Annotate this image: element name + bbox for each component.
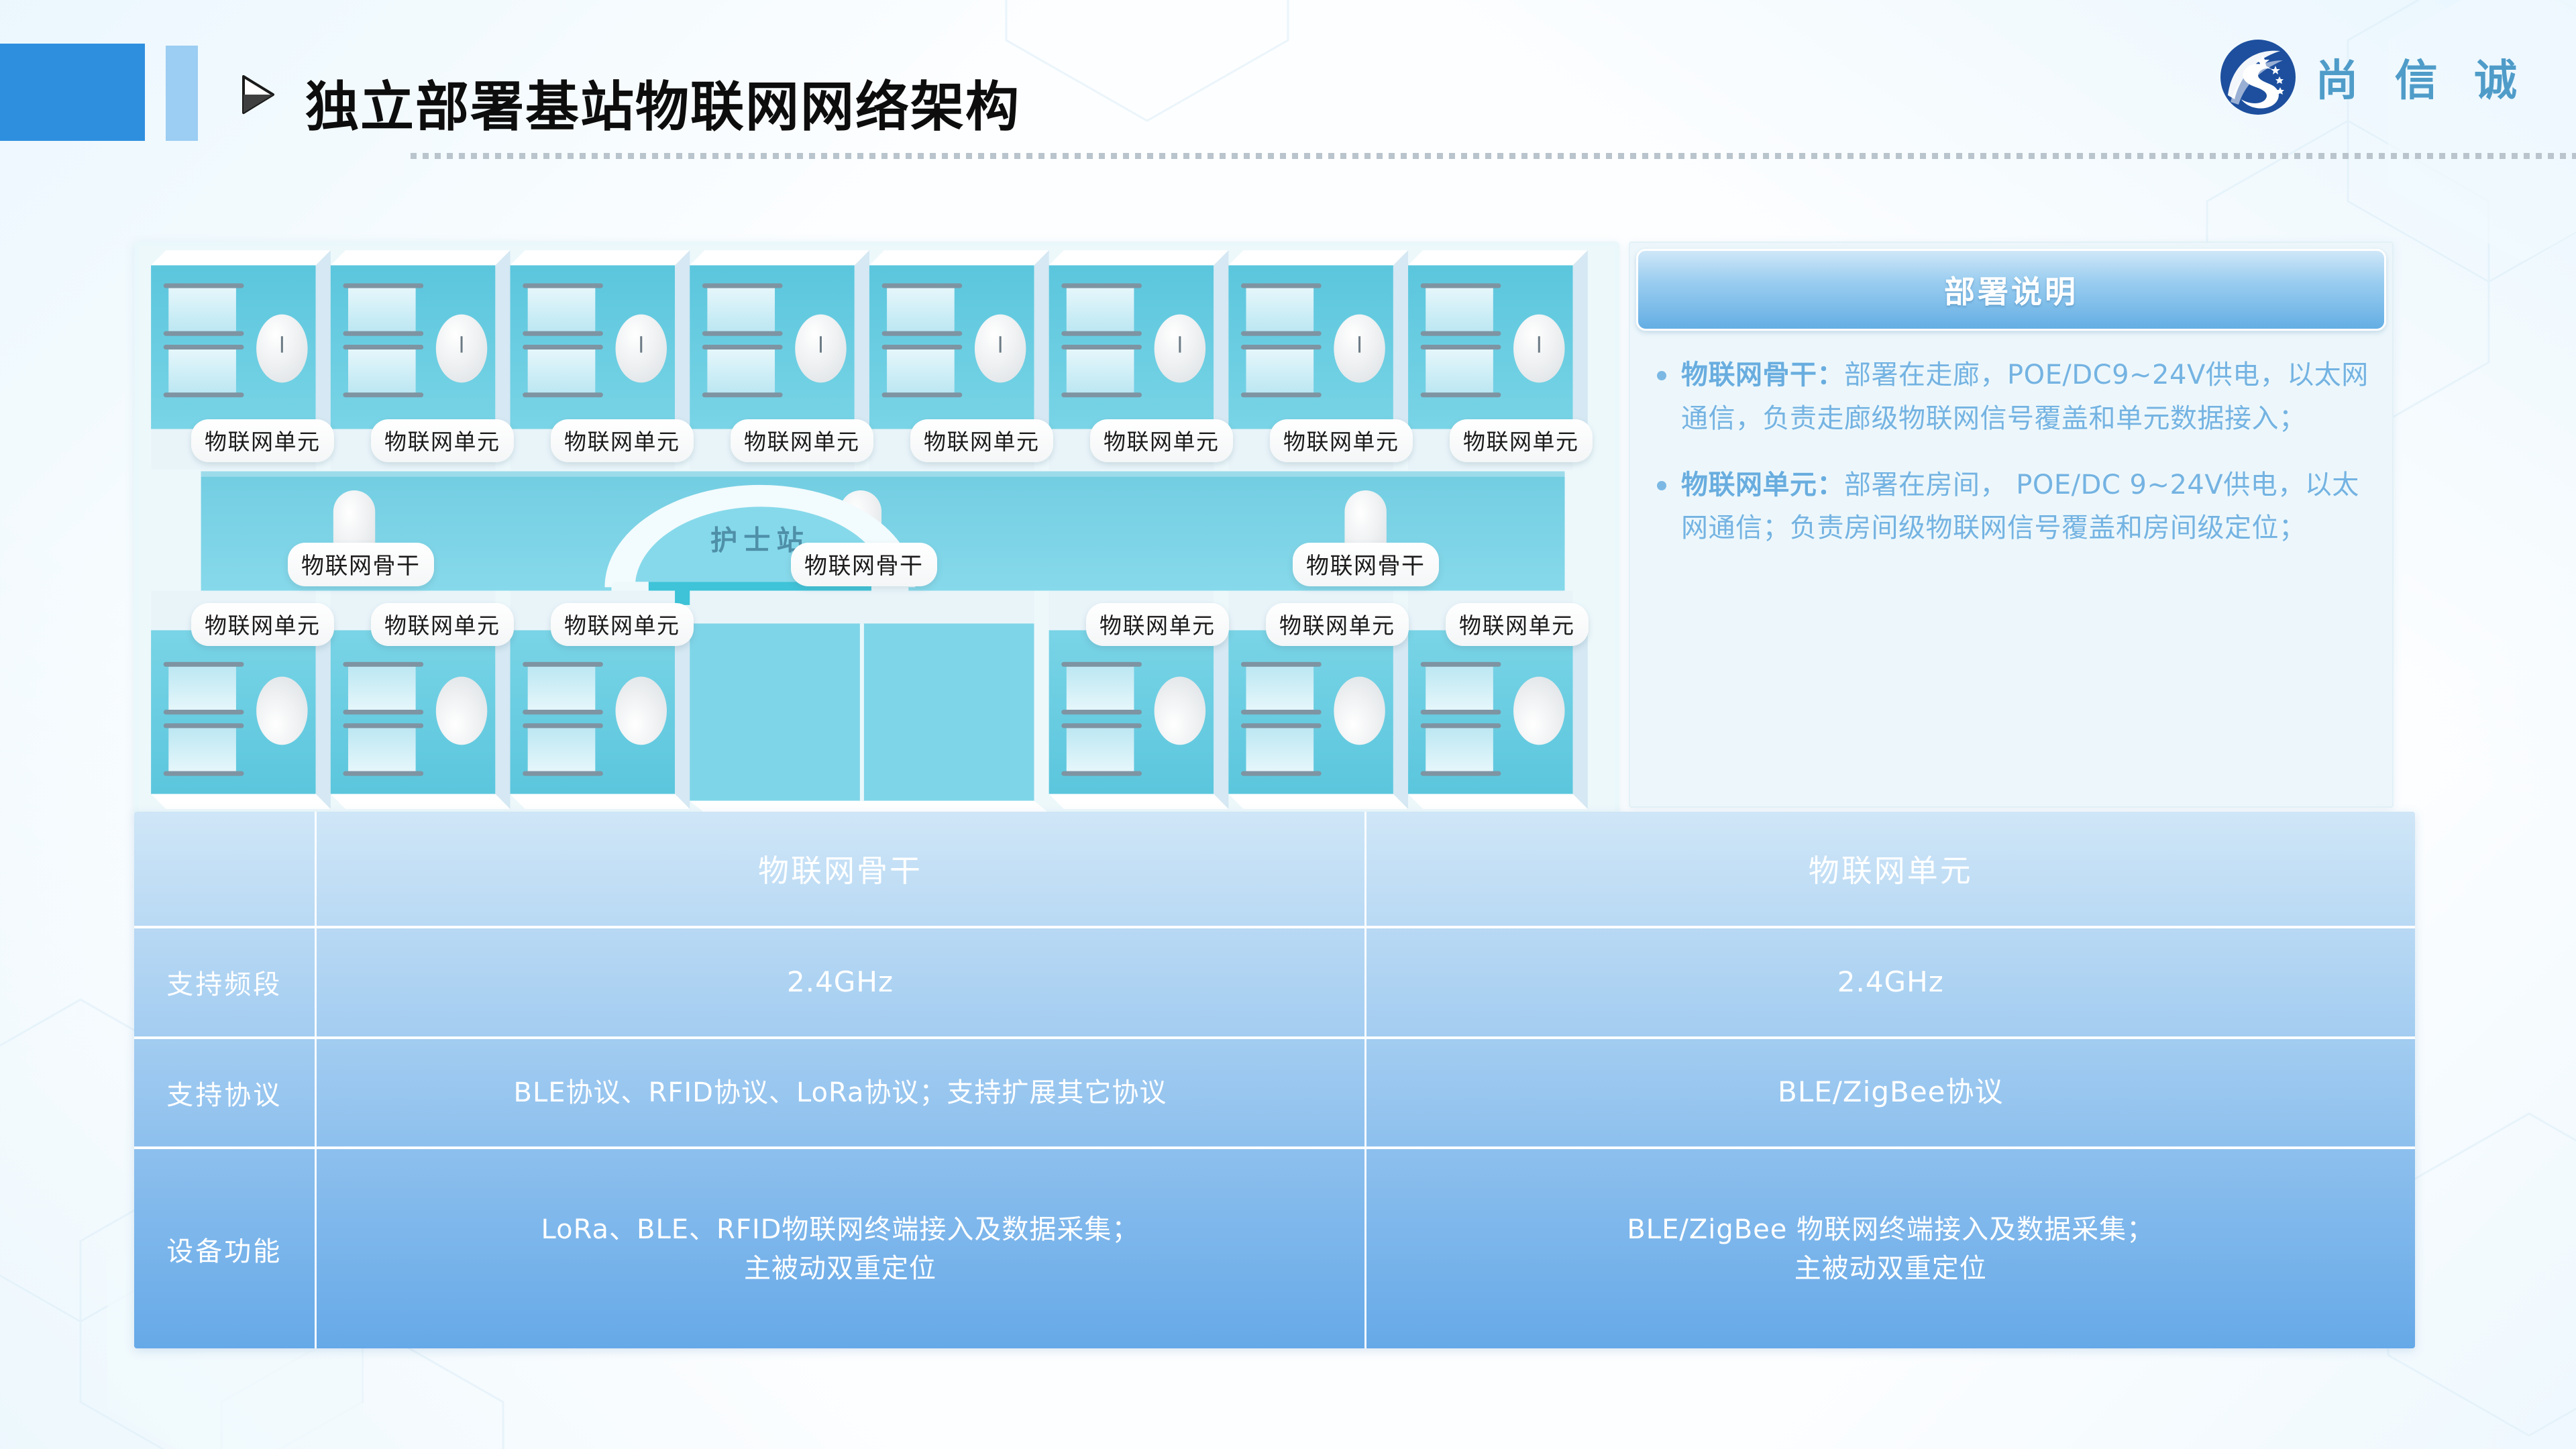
table-col-header-backbone: 物联网骨干 bbox=[315, 812, 1366, 929]
brand-name: 尚 信 诚 bbox=[2315, 56, 2528, 106]
info-bullet-text: 物联网单元：部署在房间， POE/DC 9~24V供电，以太网通信；负责房间级物… bbox=[1681, 464, 2371, 551]
page-header: 独立部署基站物联网网络架构 尚 信 诚 bbox=[0, 0, 2576, 168]
table-corner-cell bbox=[134, 812, 317, 929]
floorplan-illustration: 护士站 bbox=[139, 246, 1615, 813]
floorplan-unit-label: 物联网单元 bbox=[551, 419, 694, 462]
floorplan-unit-label: 物联网单元 bbox=[1090, 419, 1233, 462]
info-bullet-term: 物联网单元： bbox=[1681, 469, 1844, 500]
info-panel-header: 部署说明 bbox=[1636, 249, 2386, 331]
info-bullet-text: 物联网骨干：部署在走廊，POE/DC9~24V供电，以太网通信，负责走廊级物联网… bbox=[1681, 354, 2371, 441]
bullet-dot-icon bbox=[1657, 480, 1666, 490]
table-cell-value: 2.4GHz bbox=[315, 927, 1366, 1039]
floorplan-unit-label: 物联网单元 bbox=[191, 419, 334, 462]
table-header-row: 物联网骨干 物联网单元 bbox=[134, 812, 2415, 929]
table-row: 支持频段 2.4GHz 2.4GHz bbox=[134, 927, 2415, 1039]
floorplan-unit-label: 物联网单元 bbox=[1446, 603, 1589, 646]
info-panel-title: 部署说明 bbox=[1944, 274, 2078, 310]
floorplan-unit-label: 物联网单元 bbox=[191, 603, 334, 646]
table-cell-value: BLE/ZigBee协议 bbox=[1365, 1037, 2415, 1150]
table-cell-value: 2.4GHz bbox=[1365, 927, 2415, 1039]
header-accent-bar bbox=[166, 46, 198, 141]
floorplan-backbone-label: 物联网骨干 bbox=[288, 543, 434, 586]
table-row: 支持协议 BLE协议、RFID协议、LoRa协议；支持扩展其它协议 BLE/Zi… bbox=[134, 1037, 2415, 1150]
header-accent-block bbox=[0, 44, 145, 141]
deployment-info-panel: 部署说明 物联网骨干：部署在走廊，POE/DC9~24V供电，以太网通信，负责走… bbox=[1629, 241, 2394, 808]
shangxincheng-circle-logo-icon bbox=[2220, 40, 2296, 115]
table-cell-value: BLE/ZigBee 物联网终端接入及数据采集； 主被动双重定位 bbox=[1627, 1214, 2155, 1284]
chevron-right-arrow-icon bbox=[242, 75, 274, 114]
table-row-label: 设备功能 bbox=[134, 1148, 317, 1348]
floorplan-unit-label: 物联网单元 bbox=[371, 419, 514, 462]
floorplan-unit-label: 物联网单元 bbox=[910, 419, 1053, 462]
brand-logo: 尚 信 诚 bbox=[2218, 37, 2528, 117]
table-cell-value: LoRa、BLE、RFID物联网终端接入及数据采集； 主被动双重定位 bbox=[315, 1148, 1366, 1348]
floorplan-unit-label: 物联网单元 bbox=[1266, 603, 1409, 646]
specification-table: 物联网骨干 物联网单元 支持频段 2.4GHz 2.4GHz 支持协议 BLE协… bbox=[134, 812, 2415, 1348]
table-row-label: 支持协议 bbox=[134, 1037, 317, 1150]
table-row: 设备功能 LoRa、BLE、RFID物联网终端接入及数据采集； 主被动双重定位 … bbox=[134, 1148, 2415, 1348]
header-dotted-divider bbox=[411, 153, 2576, 159]
table-row-label: 支持频段 bbox=[134, 927, 317, 1039]
floorplan-unit-label: 物联网单元 bbox=[371, 603, 514, 646]
floorplan-diagram: 护士站 bbox=[134, 241, 1619, 818]
spec-table-element: 物联网骨干 物联网单元 支持频段 2.4GHz 2.4GHz 支持协议 BLE协… bbox=[134, 812, 2415, 1348]
floorplan-backbone-label: 物联网骨干 bbox=[791, 543, 937, 586]
floorplan-backbone-label: 物联网骨干 bbox=[1293, 543, 1439, 586]
info-bullet-item: 物联网骨干：部署在走廊，POE/DC9~24V供电，以太网通信，负责走廊级物联网… bbox=[1653, 354, 2371, 441]
table-cell-value: BLE协议、RFID协议、LoRa协议；支持扩展其它协议 bbox=[315, 1037, 1366, 1150]
floorplan-unit-label: 物联网单元 bbox=[1270, 419, 1413, 462]
floorplan-unit-label: 物联网单元 bbox=[731, 419, 873, 462]
floorplan-unit-label: 物联网单元 bbox=[1450, 419, 1593, 462]
info-bullet-item: 物联网单元：部署在房间， POE/DC 9~24V供电，以太网通信；负责房间级物… bbox=[1653, 464, 2371, 551]
floorplan-unit-label: 物联网单元 bbox=[1086, 603, 1229, 646]
table-col-header-unit: 物联网单元 bbox=[1365, 812, 2415, 929]
bullet-dot-icon bbox=[1657, 371, 1666, 380]
info-bullet-term: 物联网骨干： bbox=[1681, 360, 1844, 390]
page-title: 独立部署基站物联网网络架构 bbox=[305, 76, 1020, 138]
info-panel-body: 物联网骨干：部署在走廊，POE/DC9~24V供电，以太网通信，负责走廊级物联网… bbox=[1653, 354, 2371, 573]
floorplan-unit-label: 物联网单元 bbox=[551, 603, 694, 646]
